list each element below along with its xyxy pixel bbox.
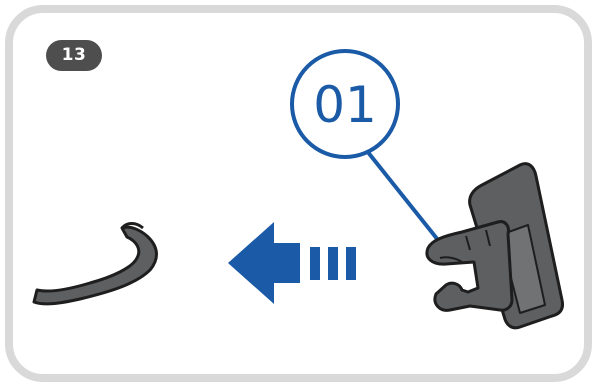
arrow-left-with-motion-bars-icon	[228, 222, 356, 304]
bracket-clip-part-icon	[425, 162, 564, 330]
callout-leader-line	[361, 144, 448, 252]
step-number-badge: 13	[46, 40, 102, 71]
hook-part-icon	[32, 222, 158, 306]
callout-circle	[290, 49, 400, 159]
callout-label: 01	[313, 76, 377, 134]
